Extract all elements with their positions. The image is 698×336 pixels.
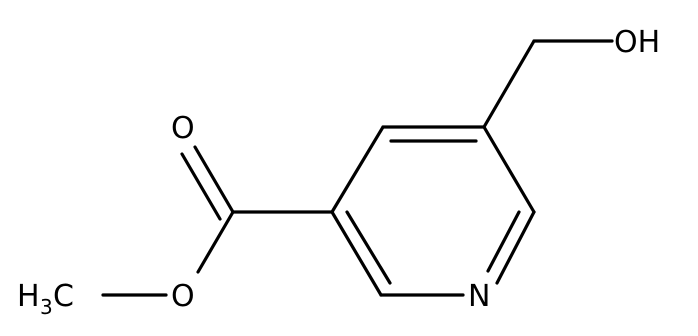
- pyridine-ring: [330, 125, 536, 297]
- atom-carbonyl-o-label: O: [171, 111, 195, 146]
- bond-c3-c2-inner: [345, 210, 392, 285]
- atom-methyl-h-label: H: [17, 279, 40, 314]
- atom-oh-label: OH: [614, 25, 660, 60]
- hydroxymethyl-group: [482, 39, 614, 129]
- bond-carbonyl-o-outer: [193, 145, 235, 214]
- atom-ester-o-label: O: [171, 279, 195, 314]
- atom-ring-n-label: N: [468, 279, 490, 314]
- bond-c3-c2: [330, 210, 383, 297]
- bond-n-c6-inner: [486, 210, 521, 273]
- bond-n-c6: [495, 210, 536, 285]
- bond-c6-c5: [482, 125, 536, 214]
- bond-c5-ch2: [482, 39, 536, 129]
- methyl-ester-group: [101, 145, 334, 297]
- atom-methyl-c-label: C: [53, 279, 74, 314]
- bond-c4-c3: [330, 125, 385, 214]
- bond-carbonyl-ester-o: [196, 210, 235, 274]
- bond-carbonyl-o-inner: [180, 152, 222, 221]
- atom-labels: OH O O N H 3 C: [17, 25, 660, 319]
- atom-methyl-subscript: 3: [40, 295, 53, 319]
